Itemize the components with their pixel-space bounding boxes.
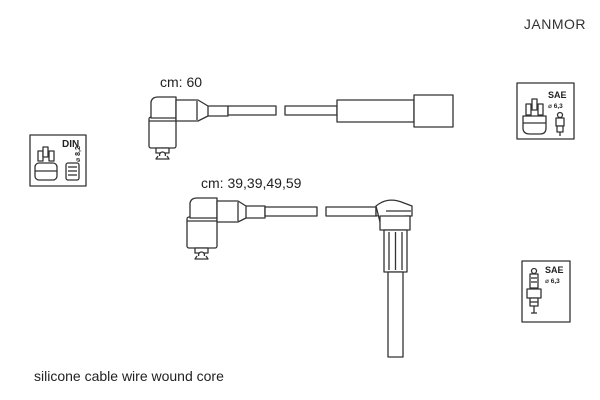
sae-bottom-standard-label: SAE	[545, 265, 564, 275]
distributor-cap-icon	[522, 98, 547, 135]
sae-connector-badge-top	[516, 82, 575, 140]
spark-plug-icon	[526, 267, 542, 314]
cable-1-wire	[227, 105, 338, 116]
brand-name: JANMOR	[523, 16, 586, 32]
footer-note: silicone cable wire wound core	[34, 368, 224, 384]
sae-top-standard-label: SAE	[548, 90, 567, 100]
cable-length-label-2: cm: 39,39,49,59	[201, 175, 302, 191]
cable-2-angled-boot	[186, 197, 266, 260]
spark-plug-icon	[555, 111, 565, 136]
spark-plug-terminal-icon	[65, 162, 80, 181]
cable-1	[148, 94, 454, 160]
cable-1-angled-boot	[148, 96, 229, 160]
distributor-cap-icon	[34, 146, 58, 181]
din-standard-label: DIN	[62, 139, 79, 150]
cable-2-elbow-boot	[375, 199, 413, 358]
din-size-label: ⌀ 8,2	[75, 146, 82, 162]
din-connector-badge	[29, 134, 87, 187]
sae-top-size-label: ⌀ 6,3	[548, 103, 563, 110]
cable-2	[186, 197, 413, 358]
sae-bottom-size-label: ⌀ 6,3	[545, 278, 560, 285]
cable-1-straight-boot	[336, 94, 454, 128]
sae-connector-badge-bottom	[521, 260, 571, 323]
cable-length-label-1: cm: 60	[160, 74, 203, 90]
cable-2-wire	[264, 205, 387, 217]
